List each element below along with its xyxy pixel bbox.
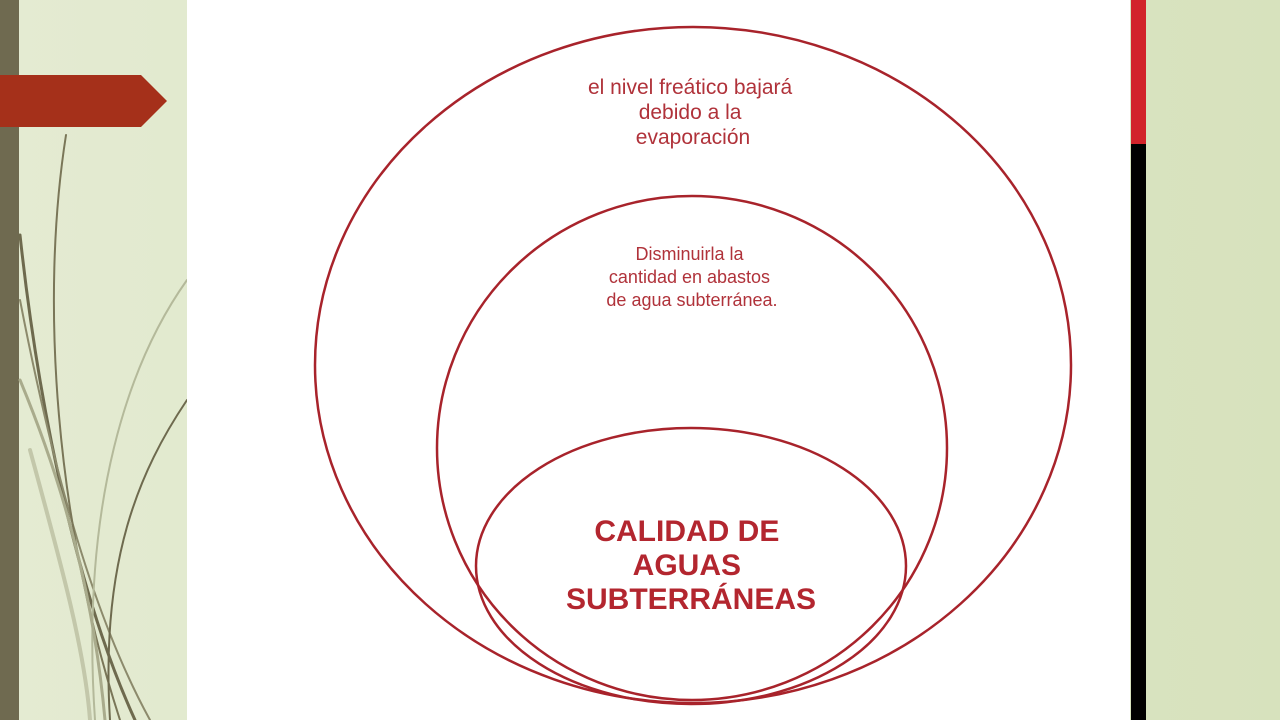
right-stripe-red xyxy=(1131,0,1146,144)
middle-label-line-1: Disminuirla la xyxy=(635,244,744,264)
right-stripe-black xyxy=(1131,144,1146,720)
inner-circle-label: CALIDAD DE AGUAS SUBTERRÁNEAS xyxy=(566,515,816,616)
outer-label-line-1: el nivel freático bajará xyxy=(588,76,793,99)
middle-circle xyxy=(435,194,949,702)
arrow-tab-icon xyxy=(0,75,167,127)
inner-circle xyxy=(474,426,908,706)
middle-label-line-3: de agua subterránea. xyxy=(606,290,777,310)
core-label-line-2: AGUAS xyxy=(633,549,741,582)
outer-label-line-3: evaporación xyxy=(636,126,750,149)
middle-label-line-2: cantidad en abastos xyxy=(609,267,770,287)
diagram-panel xyxy=(187,0,1130,720)
middle-circle-label: Disminuirla la cantidad en abastos de ag… xyxy=(606,244,777,310)
left-accent-bar xyxy=(0,0,19,720)
decorative-swoosh-lines xyxy=(18,134,188,720)
core-label-line-1: CALIDAD DE xyxy=(594,515,779,548)
core-label-line-3: SUBTERRÁNEAS xyxy=(566,582,816,616)
outer-label-line-2: debido a la xyxy=(639,101,742,124)
outer-circle-label: el nivel freático bajará debido a la eva… xyxy=(588,76,798,149)
